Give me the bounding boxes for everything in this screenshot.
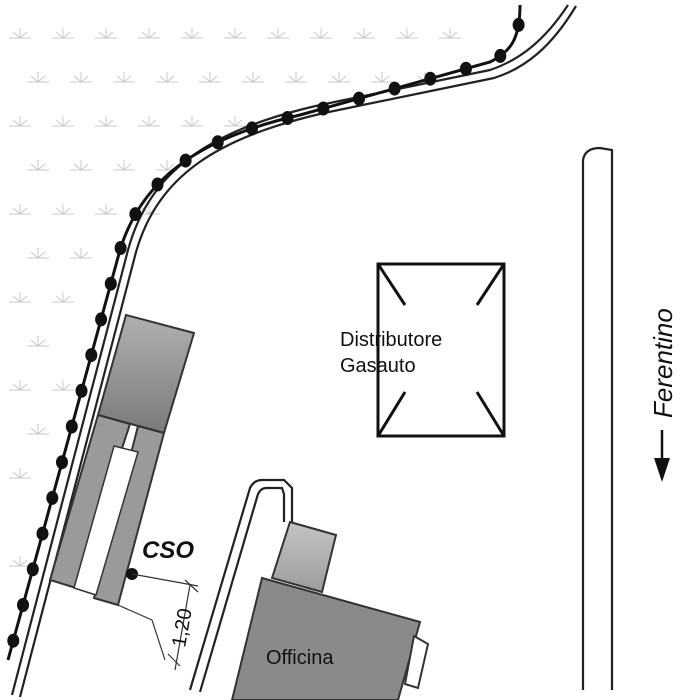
fence-post-icon <box>246 121 258 136</box>
fence-post-icon <box>65 419 78 434</box>
grass-tuft-icon <box>52 28 74 39</box>
grass-tuft-icon <box>199 72 221 83</box>
fence-post-icon <box>424 71 437 86</box>
grass-tuft-icon <box>9 468 31 479</box>
grass-tuft-icon <box>70 248 92 259</box>
fence-post-icon <box>151 177 164 192</box>
grass-tuft-icon <box>224 116 246 127</box>
fence-post-icon <box>26 562 39 577</box>
grass-tuft-icon <box>9 556 31 567</box>
grass-tuft-icon <box>70 72 92 83</box>
grass-tuft-icon <box>156 160 178 171</box>
direction-label: Ferentino <box>648 308 678 418</box>
workshop-area: Officina <box>188 478 430 700</box>
fence-post-icon <box>85 348 98 363</box>
grass-tuft-icon <box>113 72 135 83</box>
grass-tuft-icon <box>138 204 160 215</box>
workshop-building <box>230 576 422 700</box>
fence-post-icon <box>129 207 142 222</box>
gas-station-label-line2: Gasauto <box>340 355 416 377</box>
fence-post-icon <box>317 101 330 116</box>
dimension-label: 1,20 <box>168 607 196 649</box>
fence-post-icon <box>75 383 88 398</box>
fence-post-icon <box>179 153 192 168</box>
grass-tuft-icon <box>353 28 375 39</box>
workshop-side <box>403 634 430 690</box>
grass-tuft-icon <box>27 160 49 171</box>
grass-tuft-icon <box>267 28 289 39</box>
vegetation-area <box>9 28 461 567</box>
grass-tuft-icon <box>95 204 117 215</box>
fence-post-icon <box>7 633 20 648</box>
grass-tuft-icon <box>439 28 461 39</box>
grass-tuft-icon <box>9 204 31 215</box>
gas-station-label-line1: Distributore <box>340 329 442 351</box>
fence-posts <box>7 17 525 648</box>
gas-station: Distributore Gasauto <box>340 262 506 438</box>
grass-tuft-icon <box>396 28 418 39</box>
grass-tuft-icon <box>181 116 203 127</box>
fence-post-icon <box>56 455 68 470</box>
grass-tuft-icon <box>9 28 31 39</box>
fence-post-icon <box>388 81 401 96</box>
fence-post-icon <box>95 312 108 327</box>
direction-indicator: Ferentino <box>648 308 678 482</box>
grass-tuft-icon <box>9 292 31 303</box>
grass-tuft-icon <box>70 160 92 171</box>
grass-tuft-icon <box>138 116 160 127</box>
fence-post-icon <box>512 17 525 32</box>
workshop-road <box>188 478 294 691</box>
grass-tuft-icon <box>27 424 49 435</box>
grass-tuft-icon <box>285 72 307 83</box>
workshop-annex <box>270 520 338 594</box>
grass-tuft-icon <box>328 72 350 83</box>
grass-tuft-icon <box>9 116 31 127</box>
grass-tuft-icon <box>224 28 246 39</box>
dimension-marker <box>117 573 199 671</box>
grass-tuft-icon <box>95 116 117 127</box>
grass-tuft-icon <box>52 292 74 303</box>
fence-post-icon <box>211 135 224 150</box>
grass-tuft-icon <box>113 160 135 171</box>
road-strip-right <box>581 146 614 690</box>
canopy-roof <box>96 313 196 435</box>
grass-tuft-icon <box>52 380 74 391</box>
grass-tuft-icon <box>138 28 160 39</box>
workshop-road-inner <box>198 486 286 693</box>
fence-post-icon <box>114 241 127 255</box>
fence-post-icon <box>17 598 29 612</box>
grass-tuft-icon <box>27 72 49 83</box>
grass-tuft-icon <box>95 28 117 39</box>
canopy-bay <box>73 445 139 596</box>
arrow-left-icon <box>654 458 670 482</box>
workshop-label: Officina <box>266 647 334 669</box>
grass-tuft-icon <box>371 72 393 83</box>
cso-label: CSO <box>142 537 194 564</box>
fence-post-icon <box>281 111 294 125</box>
grass-tuft-icon <box>27 336 49 347</box>
gas-station-outline <box>376 262 506 438</box>
grass-tuft-icon <box>242 72 264 83</box>
grass-tuft-icon <box>156 72 178 83</box>
fence-post-icon <box>353 91 365 106</box>
grass-tuft-icon <box>27 248 49 259</box>
grass-tuft-icon <box>9 380 31 391</box>
fence-post-icon <box>104 276 117 291</box>
grass-tuft-icon <box>181 28 203 39</box>
grass-tuft-icon <box>52 116 74 127</box>
fence-post-icon <box>46 490 59 505</box>
fence-post-icon <box>494 48 507 63</box>
grass-tuft-icon <box>52 204 74 215</box>
fence-post-icon <box>36 526 49 541</box>
grass-tuft-icon <box>310 28 332 39</box>
fence-post-icon <box>459 61 472 76</box>
